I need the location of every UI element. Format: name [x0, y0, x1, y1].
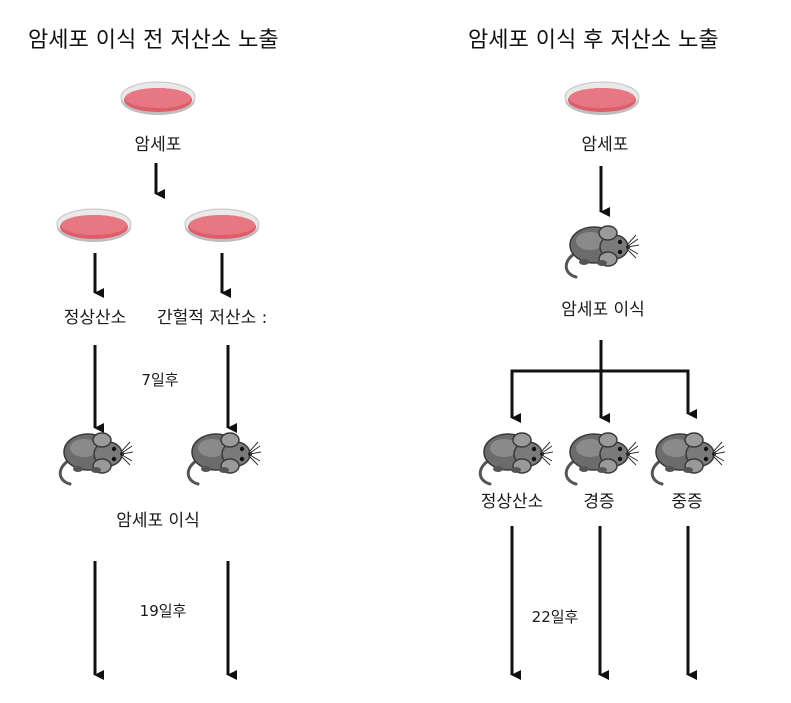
left-implant-label: 암세포 이식	[116, 511, 200, 531]
mouse-icon	[186, 431, 263, 486]
right-interval: 22일후	[532, 608, 579, 626]
mouse-icon	[478, 431, 555, 486]
right-group-label-mild: 경증	[583, 492, 614, 512]
mouse-icon	[564, 224, 641, 279]
mouse-icon	[650, 431, 727, 486]
right-title: 암세포 이식 후 저산소 노출	[468, 28, 719, 53]
left-title: 암세포 이식 전 저산소 노출	[28, 28, 279, 53]
left-interval-1: 7일후	[141, 371, 178, 389]
right-group-label-normoxia: 정상산소	[481, 492, 544, 512]
left-branch-label-normoxia: 정상산소	[64, 308, 127, 328]
right-implant-label: 암세포 이식	[561, 300, 645, 320]
mouse-icon	[564, 431, 641, 486]
right-cell-label: 암세포	[582, 135, 629, 155]
mouse-icon	[58, 431, 135, 486]
petri-dish-icon	[184, 208, 260, 243]
petri-dish-icon	[56, 208, 132, 243]
petri-dish-icon	[564, 81, 640, 116]
left-branch-label-intermittent: 간헐적 저산소 :	[157, 308, 267, 328]
right-group-label-severe: 중증	[671, 492, 702, 512]
left-interval-2: 19일후	[140, 602, 187, 620]
petri-dish-icon	[120, 81, 196, 116]
left-cell-label: 암세포	[135, 135, 182, 155]
